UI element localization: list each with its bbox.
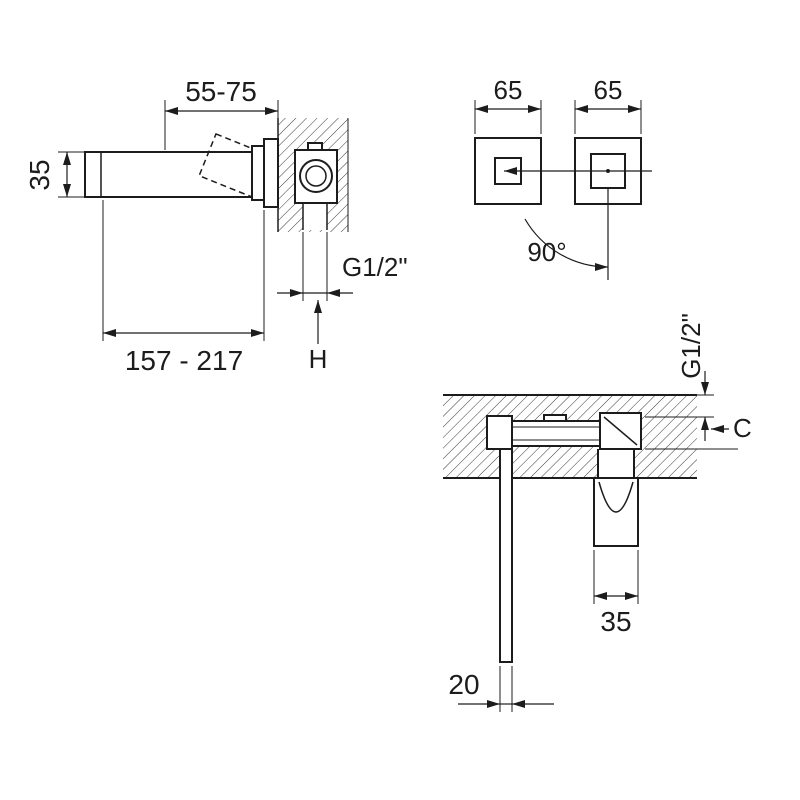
spout-body: [84, 151, 253, 198]
rotation-indicator: 90°: [504, 167, 652, 280]
dim-label-height-ref: H: [309, 344, 328, 374]
plan-view: G1/2" C 35 20: [443, 313, 752, 712]
body-top-detail: [543, 414, 567, 422]
spout-tube: [499, 448, 513, 663]
dim-wall-offset: 55-75: [164, 76, 279, 150]
dim-label-thread-plan: G1/2": [676, 313, 706, 379]
dim-label-thread-side: G1/2": [342, 252, 408, 282]
valve-stem: [307, 142, 323, 151]
dim-spout-width: 20: [448, 666, 554, 712]
body-channel: [511, 420, 601, 447]
height-reference: H: [309, 300, 328, 374]
dim-label-plate-left: 65: [494, 75, 523, 105]
dim-label-plate-right: 65: [594, 75, 623, 105]
spout-tilted-position: [198, 132, 270, 198]
dim-spout-height: 35: [24, 151, 85, 198]
escutcheon-back-plate: [263, 138, 279, 208]
dim-thread-side: G1/2": [277, 232, 408, 301]
valve-block-diagonal: [603, 416, 638, 446]
dim-label-spout-height: 35: [24, 159, 55, 190]
front-view: 65 65 90°: [474, 75, 652, 280]
dim-label-rotation-angle: 90°: [527, 237, 566, 267]
handle-dome: [598, 481, 634, 513]
dim-label-handle-width: 35: [600, 606, 631, 637]
valve-cartridge-outer: [299, 159, 333, 193]
dim-label-spout-length: 157 - 217: [125, 345, 243, 376]
dim-handle-width: 35: [593, 550, 639, 637]
valve-neck-mask: [598, 449, 634, 478]
dim-spout-length: 157 - 217: [102, 200, 265, 376]
escutcheon-front-plate: [251, 145, 265, 201]
rotation-arc: [524, 218, 609, 271]
dim-thread-plan: G1/2": [645, 313, 714, 441]
valve-cartridge-inner: [305, 165, 327, 187]
side-view: 55-75 35 157 - 217 G1/2" H: [24, 76, 408, 376]
dim-plate-right: 65: [574, 75, 642, 134]
dim-label-wall-offset: 55-75: [185, 76, 257, 107]
dim-label-depth-ref: C: [733, 413, 752, 443]
dim-label-spout-width: 20: [448, 669, 479, 700]
inlet-mask: [303, 203, 327, 230]
dim-depth-ref: C: [645, 413, 752, 450]
dim-plate-left: 65: [474, 75, 542, 134]
body-left-block: [486, 415, 513, 450]
